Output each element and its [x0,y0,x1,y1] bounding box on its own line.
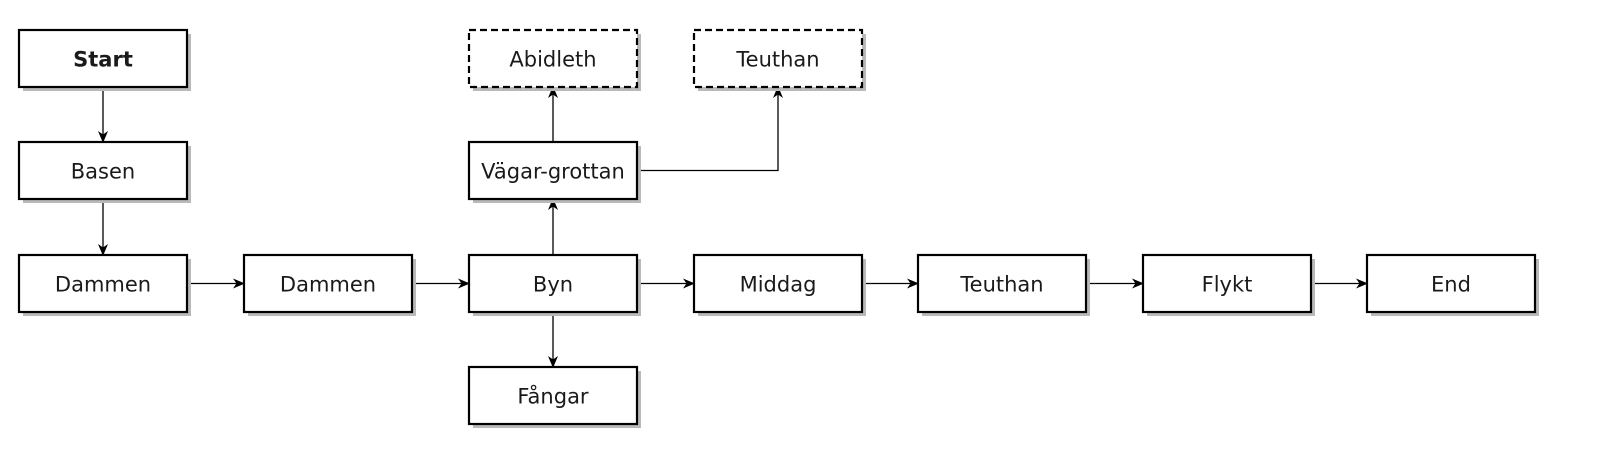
node-label: Teuthan [959,273,1043,297]
node-box [692,253,864,314]
node-label: Vägar-grottan [481,160,625,184]
node-teuthan-top: Teuthan [692,28,866,91]
node-abidleth: Abidleth [467,28,641,91]
node-label: Flykt [1202,273,1253,297]
node-vagar: Vägar-grottan [467,140,641,203]
node-label: Fångar [517,384,589,409]
node-box [467,140,639,201]
node-fangar: Fångar [467,365,641,428]
node-basen: Basen [17,140,191,203]
node-label: Byn [533,273,573,297]
node-box [1141,253,1313,314]
node-box [916,253,1088,314]
node-box [242,253,414,314]
edge-vagar-to-teuthan_top [637,86,783,172]
node-box [467,253,639,314]
node-box [17,253,189,314]
node-box [467,28,639,89]
node-label: Basen [71,160,135,184]
node-label: Dammen [280,273,376,297]
node-dammen2: Dammen [242,253,416,316]
node-teuthan: Teuthan [916,253,1090,316]
node-flykt: Flykt [1141,253,1315,316]
edges-layer [98,86,1368,368]
node-box [692,28,864,89]
node-label: End [1431,273,1471,297]
node-label: Teuthan [735,48,819,72]
node-start: Start [17,28,191,91]
node-middag: Middag [692,253,866,316]
node-end: End [1365,253,1539,316]
node-label: Abidleth [509,48,596,72]
node-byn: Byn [467,253,641,316]
node-dammen1: Dammen [17,253,191,316]
node-label: Dammen [55,273,151,297]
node-box [17,28,189,89]
node-box [1365,253,1537,314]
node-box [467,365,639,426]
node-box [17,140,189,201]
node-label: Middag [740,273,817,297]
node-label: Start [73,48,133,72]
